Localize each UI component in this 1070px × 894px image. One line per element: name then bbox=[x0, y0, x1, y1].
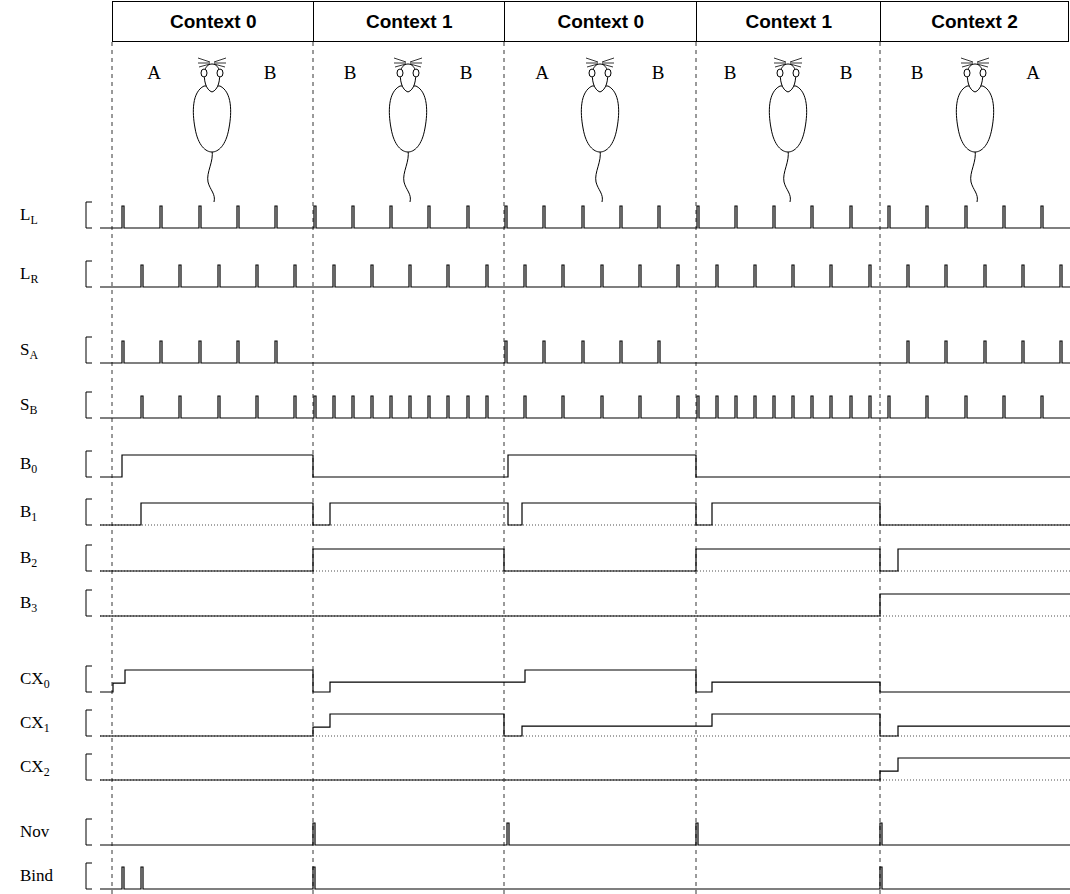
spike-train bbox=[100, 206, 1070, 228]
signal-name: B3 bbox=[20, 594, 37, 611]
spike-train bbox=[100, 396, 1070, 418]
spike-train bbox=[100, 823, 1070, 845]
object-letter: A bbox=[1026, 63, 1040, 82]
object-letter: B bbox=[264, 63, 277, 82]
context-header: Context 0 bbox=[112, 1, 315, 42]
context-header: Context 1 bbox=[313, 1, 506, 42]
context-title: Context 0 bbox=[170, 11, 257, 33]
scale-bracket bbox=[86, 819, 92, 845]
scale-bracket bbox=[86, 499, 92, 525]
context-header: Context 1 bbox=[696, 1, 882, 42]
context-header: Context 2 bbox=[880, 1, 1069, 42]
scale-bracket bbox=[86, 863, 92, 889]
rat-figure bbox=[956, 58, 993, 202]
step-trace bbox=[100, 714, 1070, 736]
signal-name: B0 bbox=[20, 455, 37, 472]
rat-figure bbox=[581, 58, 618, 202]
context-header: Context 0 bbox=[504, 1, 698, 42]
signal-name: SA bbox=[20, 341, 38, 358]
object-letter: B bbox=[724, 63, 737, 82]
context-divider bbox=[112, 42, 113, 894]
object-letter: B bbox=[652, 63, 665, 82]
scale-bracket bbox=[86, 261, 92, 287]
scale-bracket bbox=[86, 392, 92, 418]
step-trace bbox=[100, 549, 1070, 571]
step-trace bbox=[100, 594, 1070, 616]
signal-name: B2 bbox=[20, 549, 37, 566]
object-letter: B bbox=[344, 63, 357, 82]
signal-name: CX1 bbox=[20, 714, 50, 731]
object-letter: B bbox=[460, 63, 473, 82]
spike-train bbox=[100, 341, 1070, 363]
scale-bracket bbox=[86, 710, 92, 736]
rat-figure bbox=[769, 58, 806, 202]
signal-name: CX0 bbox=[20, 670, 50, 687]
signal-name: Nov bbox=[20, 823, 49, 840]
context-title: Context 2 bbox=[931, 11, 1018, 33]
scale-bracket bbox=[86, 754, 92, 780]
context-title: Context 1 bbox=[745, 11, 832, 33]
context-divider bbox=[880, 42, 881, 894]
signal-name: LR bbox=[20, 265, 38, 282]
step-trace bbox=[100, 758, 1070, 780]
scale-bracket bbox=[86, 202, 92, 228]
step-trace bbox=[100, 503, 1070, 525]
step-trace bbox=[100, 670, 1070, 692]
context-divider bbox=[504, 42, 505, 894]
object-letter: A bbox=[535, 63, 549, 82]
context-title: Context 1 bbox=[366, 11, 453, 33]
signal-name: CX2 bbox=[20, 758, 50, 775]
signal-name: SB bbox=[20, 396, 37, 413]
rat-figure bbox=[389, 58, 426, 202]
object-letter: B bbox=[911, 63, 924, 82]
object-letter: A bbox=[147, 63, 161, 82]
signal-name: B1 bbox=[20, 503, 37, 520]
context-title: Context 0 bbox=[557, 11, 644, 33]
spike-train bbox=[100, 867, 1070, 889]
rat-figure bbox=[193, 58, 230, 202]
signal-name: LL bbox=[20, 206, 38, 223]
waveforms bbox=[86, 202, 1070, 889]
scale-bracket bbox=[86, 451, 92, 477]
scale-bracket bbox=[86, 545, 92, 571]
scale-bracket bbox=[86, 337, 92, 363]
spike-train bbox=[100, 265, 1070, 287]
object-letter: B bbox=[840, 63, 853, 82]
scale-bracket bbox=[86, 666, 92, 692]
scale-bracket bbox=[86, 590, 92, 616]
step-trace bbox=[100, 455, 1070, 477]
signal-name: Bind bbox=[20, 867, 53, 884]
